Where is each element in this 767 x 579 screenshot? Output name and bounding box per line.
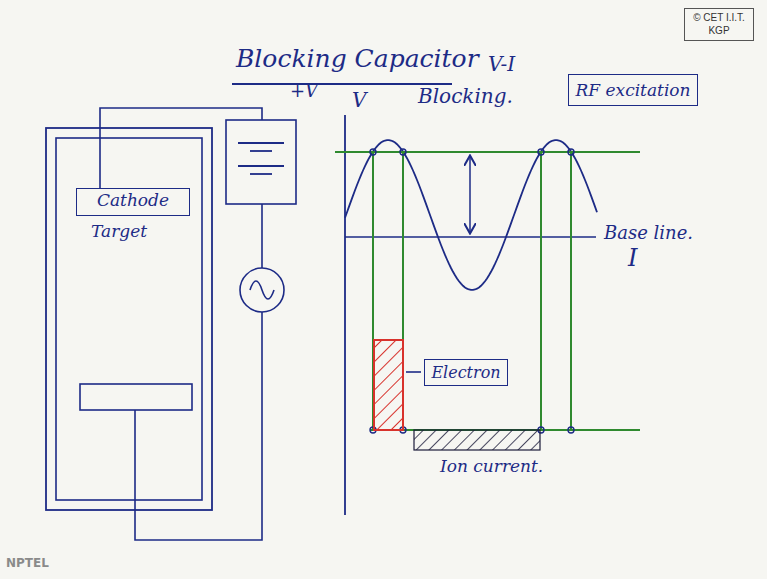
ion-current-region — [414, 430, 540, 450]
node-text: Electron — [431, 363, 501, 382]
offset-arrow — [469, 157, 471, 232]
rf-excitation-box: RF excitation — [568, 74, 698, 106]
logo-box: © CET I.I.T. KGP — [684, 8, 754, 41]
node-text: RF excitation — [575, 80, 691, 100]
axis-label: V — [352, 88, 366, 112]
leader-line — [406, 371, 421, 373]
wire — [135, 312, 262, 540]
node-text: © CET I.I.T. KGP — [689, 12, 749, 37]
base-line — [345, 236, 596, 238]
voltage-label: +V — [290, 80, 318, 101]
ac-wave — [250, 281, 274, 299]
watermark: NPTEL — [6, 556, 49, 570]
battery-symbol — [226, 120, 296, 204]
axis-label: I — [628, 244, 637, 272]
battery-plates — [238, 143, 284, 174]
ac-source-symbol — [240, 268, 284, 312]
note: Blocking. — [418, 84, 513, 108]
intersection-dots — [370, 149, 574, 433]
axis-note: V-I — [488, 52, 515, 76]
chamber-outer — [46, 128, 212, 510]
node-text: Cathode — [83, 190, 183, 210]
base-line-label: Base line. — [604, 222, 693, 243]
electron-box: Electron — [424, 359, 508, 386]
v-axis — [344, 115, 346, 515]
chamber-inner — [56, 138, 202, 500]
title: Blocking Capacitor — [236, 44, 479, 73]
node-subtext: Target — [91, 221, 147, 241]
substrate-electrode — [80, 384, 192, 410]
projection-lines — [335, 152, 640, 430]
electron-current-region — [374, 340, 403, 430]
rf-voltage-wave — [345, 140, 597, 290]
wire — [261, 204, 263, 268]
cathode-target-box: CathodeTarget — [76, 188, 190, 216]
ion-current-label: Ion current. — [440, 456, 543, 476]
